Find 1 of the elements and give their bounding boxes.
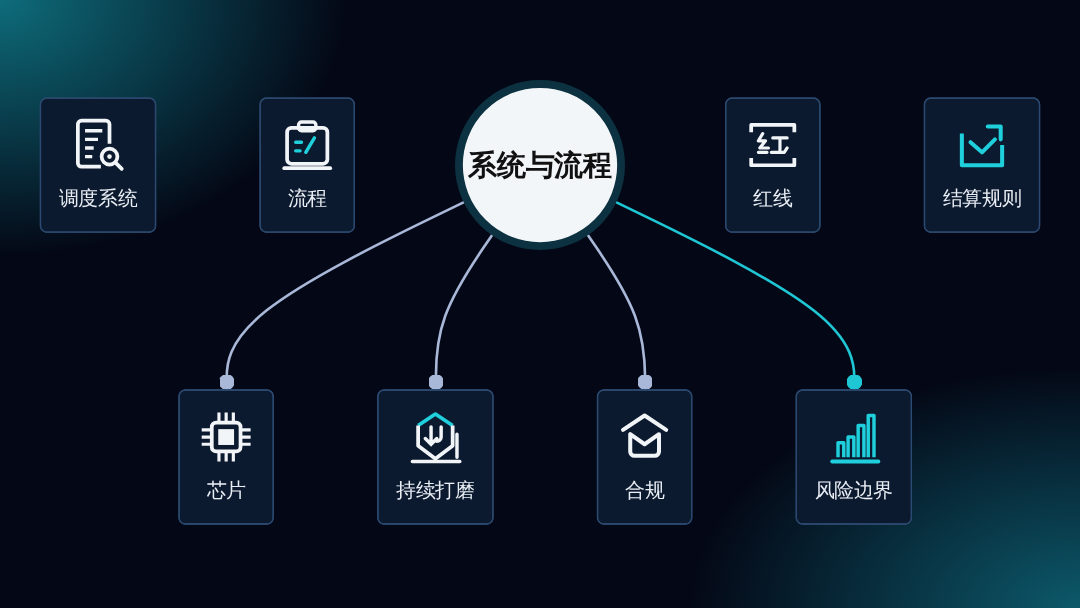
node-circle: 系统与流程	[455, 80, 625, 251]
